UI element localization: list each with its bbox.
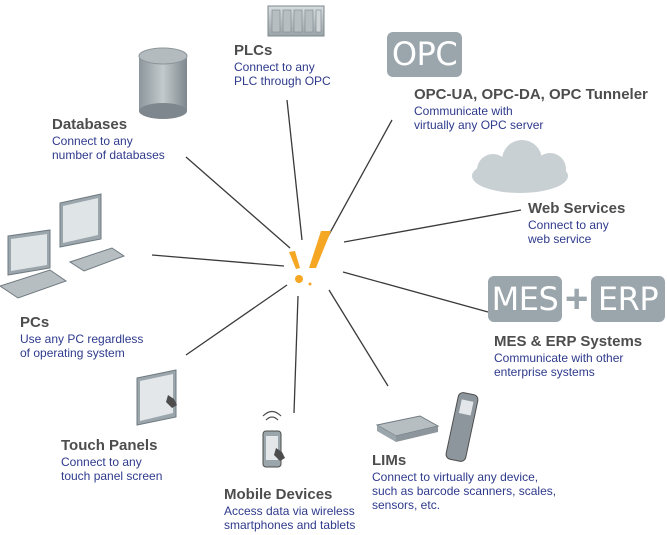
database-cylinder-icon (138, 47, 188, 119)
node-desc: touch panel screen (61, 468, 163, 483)
line-databases (185, 156, 291, 249)
line-lims (328, 289, 389, 387)
node-title: PLCs (234, 42, 273, 59)
node-desc: Connect to any (52, 133, 133, 148)
node-title: Databases (52, 116, 128, 133)
node-title: Web Services (528, 200, 626, 217)
node-desc: of operating system (20, 345, 125, 360)
node-touch-panels: Touch Panels Connect to any touch panel … (61, 437, 162, 483)
node-desc: Use any PC regardless (20, 331, 144, 346)
plus-sign: + (565, 277, 589, 321)
node-desc: Communicate with other (494, 350, 624, 365)
node-title: PCs (20, 314, 50, 331)
hub-logo-icon (289, 231, 331, 286)
desktop-monitor-icon (59, 193, 126, 272)
node-lims: LIMs Connect to virtually any device, su… (372, 452, 556, 512)
line-opc (325, 119, 393, 241)
node-title: OPC-UA, OPC-DA, OPC Tunneler (414, 86, 648, 103)
scale-device-icon (375, 415, 440, 442)
laptop-icon (0, 229, 68, 299)
line-web-services (343, 209, 522, 243)
node-mes-erp: MES & ERP Systems Communicate with other… (494, 333, 642, 379)
node-plcs: PLCs Connect to any PLC through OPC (234, 42, 331, 88)
node-mobile: Mobile Devices Access data via wireless … (224, 486, 355, 532)
node-desc: sensors, etc. (372, 498, 441, 512)
node-desc: Connect to any (61, 454, 142, 469)
barcode-scanner-icon (445, 392, 479, 462)
node-title: LIMs (372, 452, 407, 469)
node-title: Touch Panels (61, 437, 158, 454)
node-desc: Communicate with (414, 103, 513, 118)
connector-lines (151, 99, 522, 414)
node-web-services: Web Services Connect to any web service (528, 200, 625, 246)
node-desc: Connect to virtually any device, (372, 469, 539, 484)
plc-rack-icon (267, 5, 325, 37)
node-desc: Connect to any (528, 217, 609, 232)
node-desc: virtually any OPC server (414, 117, 544, 132)
node-desc: such as barcode scanners, scales, (372, 483, 557, 498)
node-desc: number of databases (52, 147, 165, 162)
mes-badge: MES (488, 276, 562, 322)
node-title: Mobile Devices (224, 486, 333, 503)
line-mes-erp (342, 271, 489, 313)
node-opc: OPC-UA, OPC-DA, OPC Tunneler Communicate… (414, 86, 648, 132)
line-touch-panels (185, 284, 288, 356)
node-title: MES & ERP Systems (494, 333, 643, 350)
cloud-icon (472, 140, 568, 193)
node-desc: Connect to any (234, 59, 315, 74)
node-desc: web service (528, 231, 592, 246)
mobile-phone-icon (262, 410, 285, 468)
node-pcs: PCs Use any PC regardless of operating s… (20, 314, 143, 360)
line-plcs (286, 99, 303, 241)
line-mobile (293, 295, 299, 414)
touch-panel-icon (136, 369, 177, 426)
node-databases: Databases Connect to any number of datab… (52, 116, 165, 162)
node-desc: smartphones and tablets (224, 517, 356, 532)
node-desc: enterprise systems (494, 364, 595, 379)
node-desc: Access data via wireless (224, 503, 355, 518)
node-desc: PLC through OPC (234, 73, 331, 88)
opc-badge: OPC (387, 32, 462, 77)
line-pcs (151, 254, 285, 267)
erp-badge: ERP (591, 276, 665, 322)
